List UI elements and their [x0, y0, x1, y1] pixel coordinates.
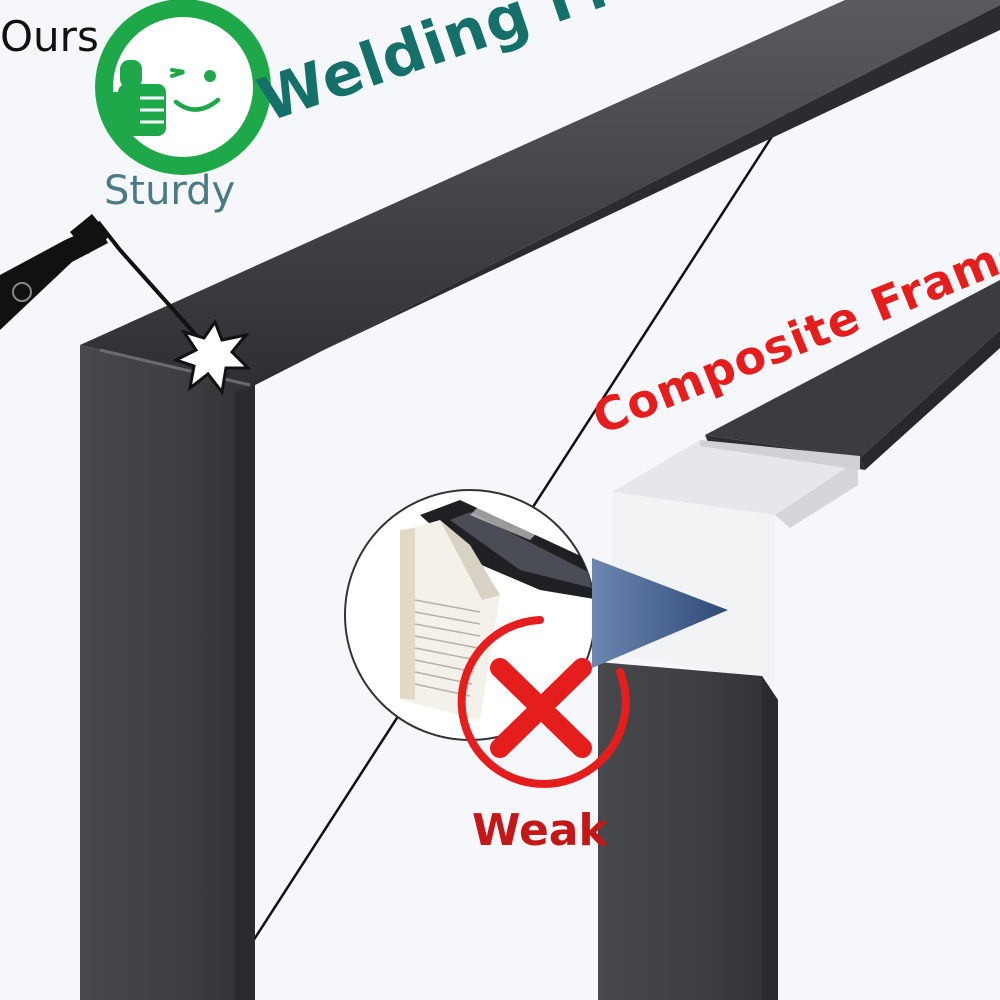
welding-frame	[80, 0, 1000, 1000]
weak-label: Weak	[472, 805, 608, 856]
cross-mark-icon	[457, 616, 630, 788]
magnified-joint	[344, 489, 596, 741]
ours-label: Ours	[0, 12, 99, 61]
sturdy-badge-icon	[95, 0, 271, 175]
thumbs-up-icon	[108, 60, 166, 136]
sturdy-label: Sturdy	[104, 168, 236, 214]
weld-spark-icon	[172, 318, 252, 396]
pointer-arrow	[592, 558, 728, 668]
divider-line	[213, 0, 862, 1000]
welding-torch-icon	[0, 214, 207, 347]
composite-frame	[598, 280, 1000, 1000]
